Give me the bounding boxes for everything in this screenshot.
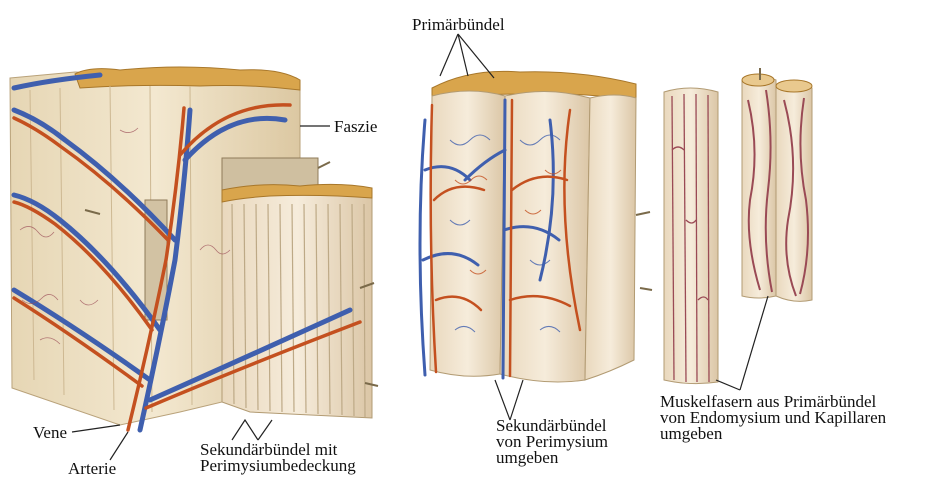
leader-sekundaer-2 [258,420,272,440]
leader-sekundaer-mid [495,380,523,420]
muscle-fibres-group [664,74,812,384]
label-arterie: Arterie [68,460,116,477]
fibre-bundle-1 [664,88,718,384]
leader-arterie [110,432,128,460]
label-primaerbuendel: Primärbündel [412,16,505,33]
leader-muskelfasern [716,296,768,390]
leader-primaerbuendel-1 [440,34,458,76]
bundle-b [500,91,590,382]
bundle-c [585,95,636,380]
label-vene: Vene [33,424,67,441]
label-faszie: Faszie [334,118,377,135]
label-sekundaerbuendel-von-perimysium: Sekundärbündel von Perimysium umgeben [496,418,608,466]
left-muscle-block [10,67,372,430]
bundle-a [430,91,505,376]
middle-bundle-block [420,71,636,382]
fibre-bundle-2 [742,74,812,301]
label-muskelfasern: Muskelfasern aus Primärbündel von Endomy… [660,394,886,442]
label-sekundaerbuendel-mit-perimysiumbedeckung: Sekundärbündel mit Perimysiumbedeckung [200,442,356,474]
leader-vene [72,425,120,432]
leader-sekundaer-1 [232,420,258,440]
